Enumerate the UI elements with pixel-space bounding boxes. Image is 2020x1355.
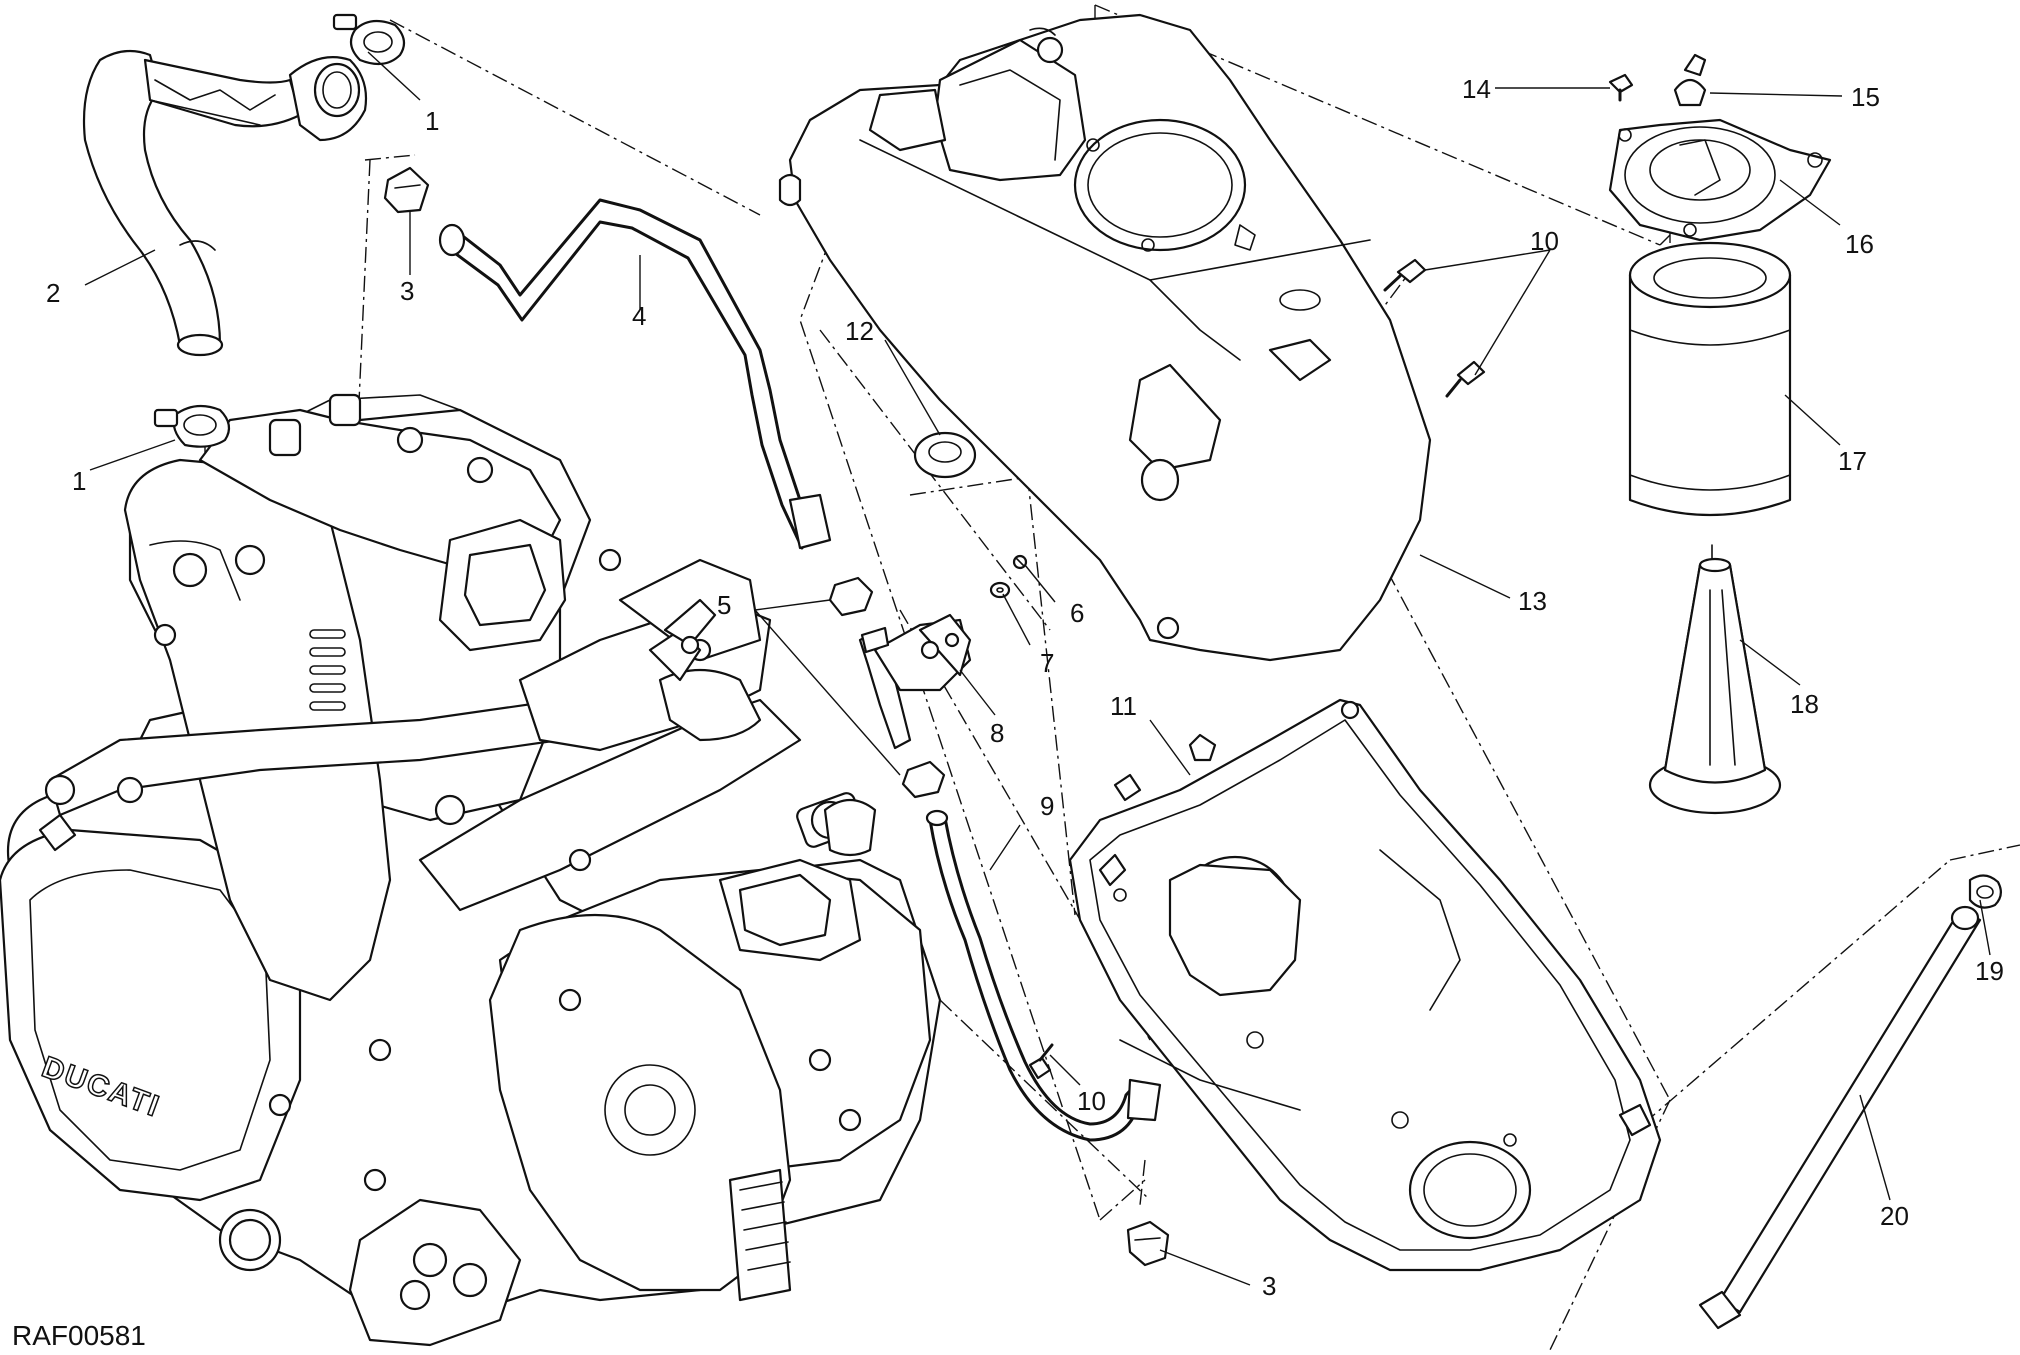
callout-8: 8 — [990, 718, 1004, 748]
part-10-screw-upper-b — [1445, 360, 1486, 398]
part-10-screw-upper-a — [1383, 258, 1427, 292]
belt-cover-vents — [309, 629, 346, 711]
part-11-airbox-base — [1068, 698, 1662, 1272]
callout-16: 16 — [1845, 229, 1874, 259]
callout-14: 14 — [1462, 74, 1491, 104]
part-1-hose-clamp-top — [332, 13, 406, 66]
part-16-filter-cover-plate — [1608, 118, 1832, 242]
part-9-lower-hose — [925, 809, 1162, 1142]
engine-assembly: DUCATI — [0, 393, 942, 1347]
callout-3-top: 3 — [400, 276, 414, 306]
callout-7: 7 — [1040, 648, 1054, 678]
part-20-drain-tube — [1698, 905, 1982, 1330]
callout-3-bottom: 3 — [1262, 1271, 1276, 1301]
callout-9: 9 — [1040, 791, 1054, 821]
callout-17: 17 — [1838, 446, 1867, 476]
part-1-hose-clamp-bottom — [153, 404, 231, 448]
callout-18: 18 — [1790, 689, 1819, 719]
callout-1-top: 1 — [425, 106, 439, 136]
part-6-screw — [1012, 554, 1028, 570]
part-17-air-filter — [1628, 241, 1792, 517]
callout-10-upper: 10 — [1530, 226, 1559, 256]
callout-1-bottom: 1 — [72, 466, 86, 496]
part-15-wing-nut — [1673, 53, 1707, 107]
part-14-screw — [1608, 73, 1634, 102]
callout-5: 5 — [717, 590, 731, 620]
part-3-hose-clip-bottom — [1126, 1220, 1170, 1267]
part-13-airbox-cover — [778, 13, 1432, 662]
callout-labels: 1 1 2 3 3 4 5 6 7 8 9 10 10 11 12 13 14 … — [46, 74, 2004, 1301]
part-10-screw-lower — [1028, 1043, 1054, 1080]
part-18-inner-cone — [1648, 544, 1782, 815]
part-2-breather-hose — [82, 49, 368, 357]
callout-12: 12 — [845, 316, 874, 346]
callout-4: 4 — [632, 301, 646, 331]
callout-15: 15 — [1851, 82, 1880, 112]
part-3-hose-clip-top — [383, 166, 430, 214]
callout-13: 13 — [1518, 586, 1547, 616]
part-19-clip — [1968, 874, 2002, 909]
part-8-t-fitting-valve — [858, 613, 972, 750]
part-4-breather-pipe — [438, 198, 832, 550]
callout-20: 20 — [1880, 1201, 1909, 1231]
part-7-washer — [989, 581, 1011, 599]
callout-10-lower: 10 — [1077, 1086, 1106, 1116]
part-5-nut-top — [828, 576, 874, 617]
leader-lines — [84, 51, 1991, 1286]
callout-6: 6 — [1070, 598, 1084, 628]
part-12-grommet — [913, 431, 977, 479]
part-5-nut-bottom — [901, 760, 946, 799]
callout-19: 19 — [1975, 956, 2004, 986]
reference-code: RAF00581 — [12, 1320, 146, 1351]
callout-11: 11 — [1110, 691, 1137, 721]
callout-2: 2 — [46, 278, 60, 308]
